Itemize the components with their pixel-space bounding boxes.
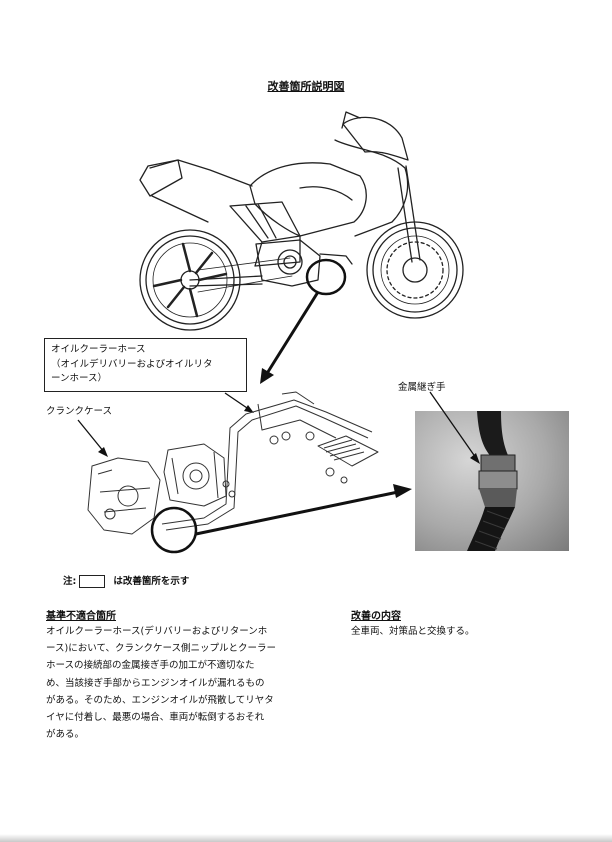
page-title: 改善箇所説明図	[267, 80, 345, 93]
improvement-text: 全車両、対策品と交換する。	[351, 626, 475, 637]
callout-line-1: オイルクーラーホース	[51, 344, 146, 355]
legend-note: 注:は改善箇所を示す	[63, 575, 190, 588]
scan-edge	[0, 834, 612, 842]
crankcase-label: クランクケース	[46, 406, 113, 417]
improvement-heading: 改善の内容	[351, 611, 401, 622]
oil-cooler-hose-callout: オイルクーラーホース （オイルデリバリーおよびオイルリタ ーンホース）	[44, 338, 247, 392]
callout-line-2: （オイルデリバリーおよびオイルリタ	[51, 358, 213, 370]
nonconformity-text: オイルクーラーホース(デリバリーおよびリターンホ ース)において、クランクケース…	[46, 626, 276, 741]
metal-fitting-photo	[415, 411, 569, 551]
callout-line-3: ーンホース）	[51, 373, 108, 384]
metal-fitting-label: 金属継ぎ手	[398, 382, 446, 393]
nonconformity-heading: 基準不適合箇所	[46, 611, 116, 622]
legend-box	[79, 575, 106, 588]
